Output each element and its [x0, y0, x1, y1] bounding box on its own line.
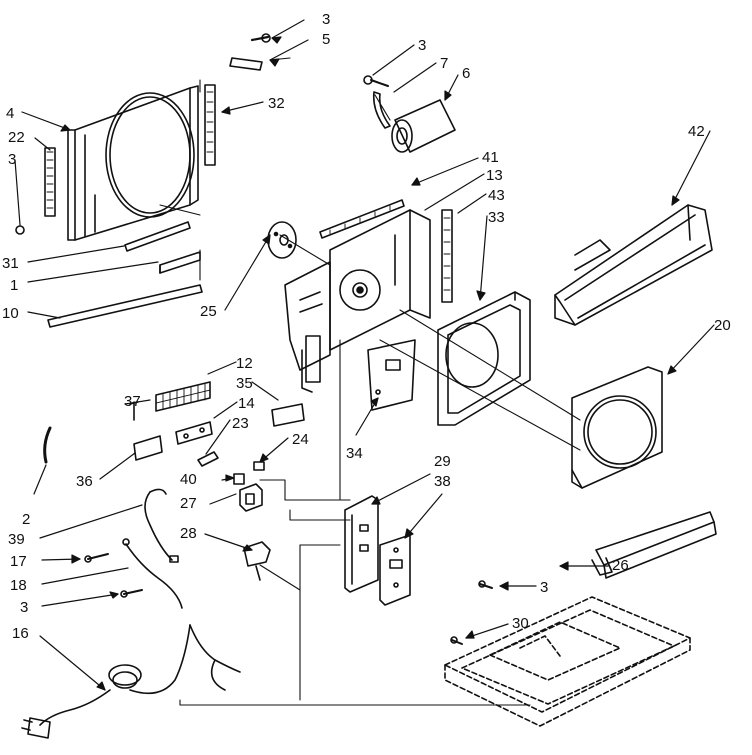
- bracket-5: [229, 57, 263, 71]
- fan-hub-25: [267, 221, 297, 259]
- switch-27: [239, 483, 263, 512]
- callout-16: 16: [12, 625, 29, 642]
- callout-2: 2: [22, 511, 30, 528]
- drain-pan-26: [591, 511, 717, 579]
- callout-35: 35: [236, 375, 253, 392]
- switch-40: [233, 473, 245, 485]
- callout-3d: 3: [540, 579, 548, 596]
- strip-10: [47, 284, 203, 328]
- orifice-panel-20: [571, 366, 663, 489]
- screw-3-mid-right: [478, 580, 493, 589]
- control-bracket-29: [344, 495, 379, 593]
- callout-37: 37: [124, 393, 141, 410]
- callout-3c: 3: [418, 37, 426, 54]
- capacitor-clip-7: [372, 91, 391, 129]
- terminal-23: [197, 451, 219, 467]
- callout-30: 30: [512, 615, 529, 632]
- callout-6: 6: [462, 65, 470, 82]
- callout-4: 4: [6, 105, 14, 122]
- gasket-strip-43: [441, 209, 453, 303]
- plate-34: [367, 339, 416, 411]
- screw-17: [84, 553, 109, 563]
- callout-33: 33: [488, 209, 505, 226]
- screw-3-top: [250, 33, 271, 43]
- screw-37: [129, 401, 139, 421]
- orifice-strip-41: [319, 199, 405, 239]
- callout-20: 20: [714, 317, 731, 334]
- callout-10: 10: [2, 305, 19, 322]
- screw-3-left: [15, 225, 25, 235]
- callout-28: 28: [180, 525, 197, 542]
- callout-27: 27: [180, 495, 197, 512]
- gasket-strip-32: [204, 84, 216, 166]
- callout-7: 7: [440, 55, 448, 72]
- callout-labels: 3 5 4 22 3 32 31 1 10 3 7 6 41 13 43 33 …: [2, 11, 731, 642]
- callout-14: 14: [238, 395, 255, 412]
- callout-40: 40: [180, 471, 197, 488]
- duct-42: [554, 204, 713, 326]
- fan-shroud-left: [67, 85, 199, 241]
- callout-3e: 3: [20, 599, 28, 616]
- base-pan-30: [444, 596, 691, 727]
- blower-housing-13: [329, 209, 431, 351]
- callout-39: 39: [8, 531, 25, 548]
- callout-1: 1: [10, 277, 18, 294]
- callout-41: 41: [482, 149, 499, 166]
- callout-34: 34: [346, 445, 363, 462]
- callout-23: 23: [232, 415, 249, 432]
- thermostat-28: [243, 541, 271, 581]
- label-36: [133, 435, 163, 461]
- callout-3b: 3: [8, 151, 16, 168]
- relay-24: [253, 461, 265, 471]
- callout-12: 12: [236, 355, 253, 372]
- callout-29: 29: [434, 453, 451, 470]
- callout-25: 25: [200, 303, 217, 320]
- cord-clip-2: [43, 426, 52, 464]
- callout-32: 32: [268, 95, 285, 112]
- callout-17: 17: [10, 553, 27, 570]
- screw-3-capacitor: [363, 75, 389, 87]
- wire-18: [122, 538, 183, 609]
- power-cord-16: [21, 624, 241, 739]
- screw-30: [450, 636, 463, 645]
- callout-26: 26: [612, 557, 629, 574]
- leader-lines: [14, 19, 715, 691]
- screw-3-mid-left: [120, 589, 143, 598]
- callout-22: 22: [8, 129, 25, 146]
- callout-31: 31: [2, 255, 19, 272]
- housing-side-panel: [284, 261, 331, 393]
- capacitor-6: [391, 99, 456, 153]
- bracket-1: [159, 251, 201, 274]
- connection-lines: [159, 57, 581, 706]
- callout-13: 13: [486, 167, 503, 184]
- strip-31: [124, 221, 191, 252]
- bracket-14: [175, 421, 213, 445]
- callout-5: 5: [322, 31, 330, 48]
- callout-42: 42: [688, 123, 705, 140]
- callout-43: 43: [488, 187, 505, 204]
- grille-12: [155, 381, 211, 412]
- callout-36: 36: [76, 473, 93, 490]
- gasket-strip-22: [44, 147, 56, 217]
- label-35: [271, 403, 305, 427]
- control-plate-38: [379, 534, 411, 606]
- scroll-panel-33: [437, 291, 531, 426]
- callout-38: 38: [434, 473, 451, 490]
- harness-39: [144, 488, 179, 563]
- callout-18: 18: [10, 577, 27, 594]
- callout-24: 24: [292, 431, 309, 448]
- callout-3a: 3: [322, 11, 330, 28]
